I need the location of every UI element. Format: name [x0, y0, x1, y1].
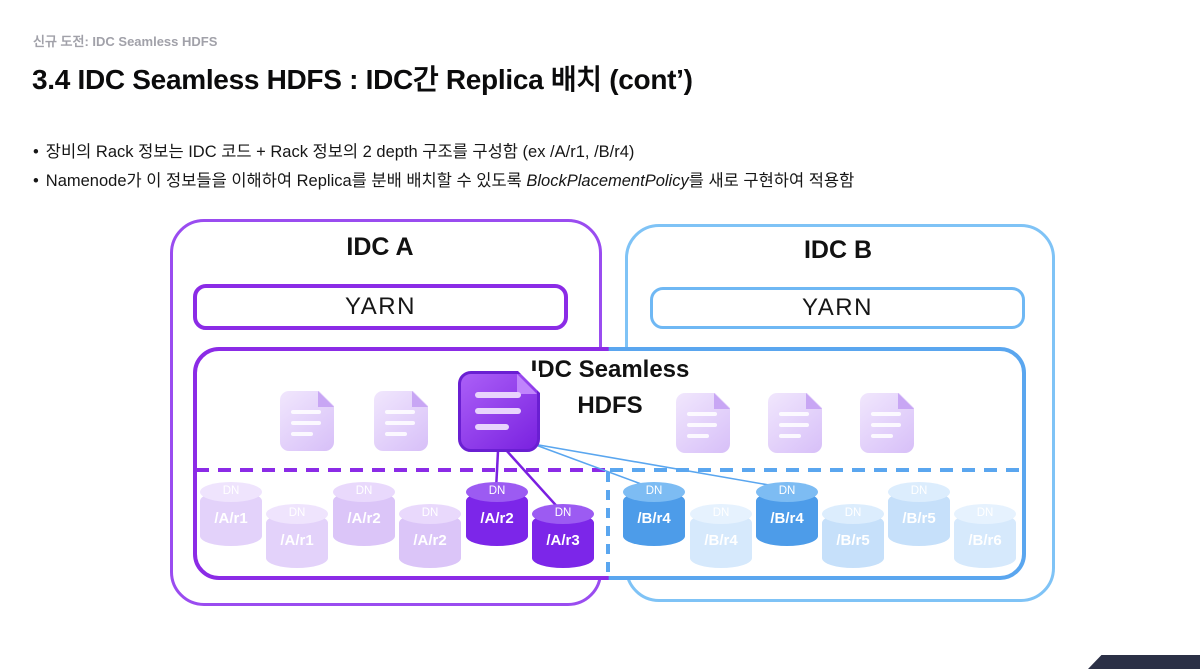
- bullet-item: • 장비의 Rack 정보는 IDC 코드 + Rack 정보의 2 depth …: [33, 138, 854, 167]
- cylinder-top: [200, 482, 262, 502]
- datanode-cylinder: DN/A/r3: [532, 504, 594, 568]
- datanode-cylinder: DN/A/r1: [266, 504, 328, 568]
- cylinder-top: [266, 504, 328, 524]
- datanode-cylinder: DN/A/r2: [333, 482, 395, 546]
- datanode-path-label: /A/r3: [546, 532, 580, 549]
- cylinder-top: [690, 504, 752, 524]
- datanode-cylinder: DN/B/r4: [690, 504, 752, 568]
- document-lines: [687, 412, 717, 438]
- datanode-dn-label: DN: [554, 507, 572, 519]
- datanode-dn-label: DN: [288, 507, 306, 519]
- datanode-path-label: /B/r6: [968, 532, 1002, 549]
- yarn-b-label: YARN: [802, 294, 873, 321]
- datanode-path-label: /B/r4: [704, 532, 738, 549]
- datanode-cylinder: DN/B/r5: [888, 482, 950, 546]
- datanode-dn-label: DN: [421, 507, 439, 519]
- cylinder-top: [954, 504, 1016, 524]
- cylinder-top: [888, 482, 950, 502]
- datanode-dn-label: DN: [844, 507, 862, 519]
- datanode-path-label: /B/r5: [902, 510, 936, 527]
- yarn-a-label: YARN: [345, 293, 416, 320]
- datanode-dn-label: DN: [910, 485, 928, 497]
- yarn-b-box: YARN: [650, 287, 1025, 329]
- bullet-italic-text: BlockPlacementPolicy: [526, 172, 689, 190]
- document-icon: [676, 392, 731, 453]
- hdfs-border-purple: [193, 347, 612, 580]
- document-lines: [475, 392, 521, 430]
- idc-b-title: IDC B: [803, 236, 873, 264]
- document-lines: [779, 412, 809, 438]
- bullet-marker: •: [33, 172, 39, 190]
- bullet-marker: •: [33, 143, 39, 161]
- bullet-text: 장비의 Rack 정보는 IDC 코드 + Rack 정보의 2 depth 구…: [45, 143, 635, 161]
- document-icon: [280, 390, 335, 451]
- cylinder-top: [399, 504, 461, 524]
- datanode-cylinder: DN/A/r2: [466, 482, 528, 546]
- yarn-a-box: YARN: [193, 284, 568, 330]
- slide-eyebrow: 신규 도전: IDC Seamless HDFS: [33, 34, 218, 49]
- datanode-dn-label: DN: [778, 485, 796, 497]
- bullet-item: • Namenode가 이 정보들을 이해하여 Replica를 분배 배치할 수…: [33, 167, 854, 196]
- idc-a-title: IDC A: [346, 233, 414, 261]
- slide-title: 3.4 IDC Seamless HDFS : IDC간 Replica 배치 …: [32, 64, 693, 95]
- datanode-path-label: /B/r4: [637, 510, 671, 527]
- datanode-path-label: /B/r5: [836, 532, 870, 549]
- datanode-dn-label: DN: [645, 485, 663, 497]
- datanode-cylinder: DN/A/r2: [399, 504, 461, 568]
- document-icon: [860, 392, 915, 453]
- datanode-path-label: /A/r1: [214, 510, 248, 527]
- bullet-text-post: 를 새로 구현하여 적용함: [688, 172, 855, 190]
- datanode-path-label: /A/r1: [280, 532, 314, 549]
- hdfs-title: IDC Seamless HDFS: [505, 352, 715, 424]
- datanode-path-label: /A/r2: [480, 510, 514, 527]
- datanode-cylinder: DN/B/r4: [756, 482, 818, 546]
- datanode-dn-label: DN: [355, 485, 373, 497]
- bullet-text: Namenode가 이 정보들을 이해하여 Replica를 분배 배치할 수 …: [45, 172, 527, 190]
- datanode-cylinder: DN/B/r6: [954, 504, 1016, 568]
- document-lines: [385, 410, 415, 436]
- hdfs-title-line1: IDC Seamless: [530, 356, 690, 383]
- cylinder-top: [822, 504, 884, 524]
- hdfs-border-blue: [608, 347, 1026, 580]
- datanode-dn-label: DN: [222, 485, 240, 497]
- datanode-path-label: /A/r2: [413, 532, 447, 549]
- hdfs-title-line2: HDFS: [577, 392, 643, 419]
- slide-corner-decoration: [1088, 655, 1200, 669]
- datanode-dn-label: DN: [488, 485, 506, 497]
- datanode-path-label: /A/r2: [347, 510, 381, 527]
- datanode-cylinder: DN/B/r4: [623, 482, 685, 546]
- document-lines: [871, 412, 901, 438]
- datanode-cylinder: DN/B/r5: [822, 504, 884, 568]
- datanode-path-label: /B/r4: [770, 510, 804, 527]
- datanode-cylinder: DN/A/r1: [200, 482, 262, 546]
- document-lines: [291, 410, 321, 436]
- document-icon: [374, 390, 429, 451]
- cylinder-top: [333, 482, 395, 502]
- datanode-dn-label: DN: [976, 507, 994, 519]
- bullet-list: • 장비의 Rack 정보는 IDC 코드 + Rack 정보의 2 depth …: [33, 138, 854, 196]
- datanode-dn-label: DN: [712, 507, 730, 519]
- active-document-icon: [458, 371, 540, 452]
- document-icon: [768, 392, 823, 453]
